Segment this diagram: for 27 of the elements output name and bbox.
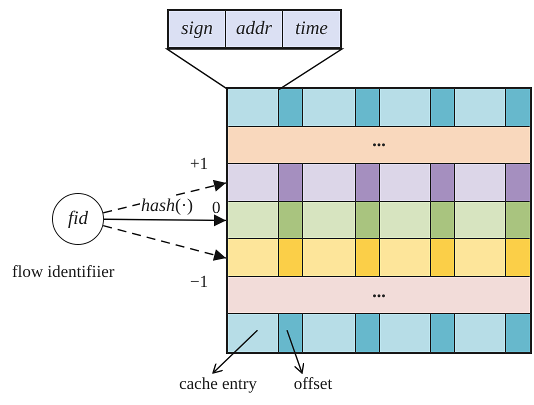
bucket-cell: [279, 314, 303, 352]
leader-line: [286, 330, 304, 374]
identifier-label: fid: [68, 208, 88, 230]
record-box: [167, 9, 342, 49]
field-name: time: [295, 18, 328, 40]
field-name: sign: [181, 18, 213, 40]
field-name: addr: [236, 18, 272, 40]
bucket-row: [228, 239, 530, 277]
arrow: [102, 224, 226, 261]
annotation-text: offset: [294, 374, 332, 394]
arrow: [104, 214, 226, 226]
bucket-cell: [228, 314, 279, 352]
bucket-row: [228, 202, 530, 240]
bucket-row: [228, 314, 530, 352]
edge-label: hash(·): [140, 196, 194, 214]
annotation-text: cache entry: [179, 374, 257, 394]
offset-label: −1: [190, 273, 208, 290]
leader-line: [212, 330, 258, 374]
zoom-lines: [164, 48, 344, 90]
bucket-row: [228, 164, 530, 202]
offset-label: 0: [212, 199, 220, 216]
ellipsis-text: ...: [372, 280, 386, 302]
ellipsis-text: ...: [372, 130, 386, 152]
bucket-row: [228, 89, 530, 127]
caption-text: flow identifiier: [12, 263, 114, 280]
offset-label: +1: [190, 155, 208, 172]
hash-table: [226, 87, 532, 354]
